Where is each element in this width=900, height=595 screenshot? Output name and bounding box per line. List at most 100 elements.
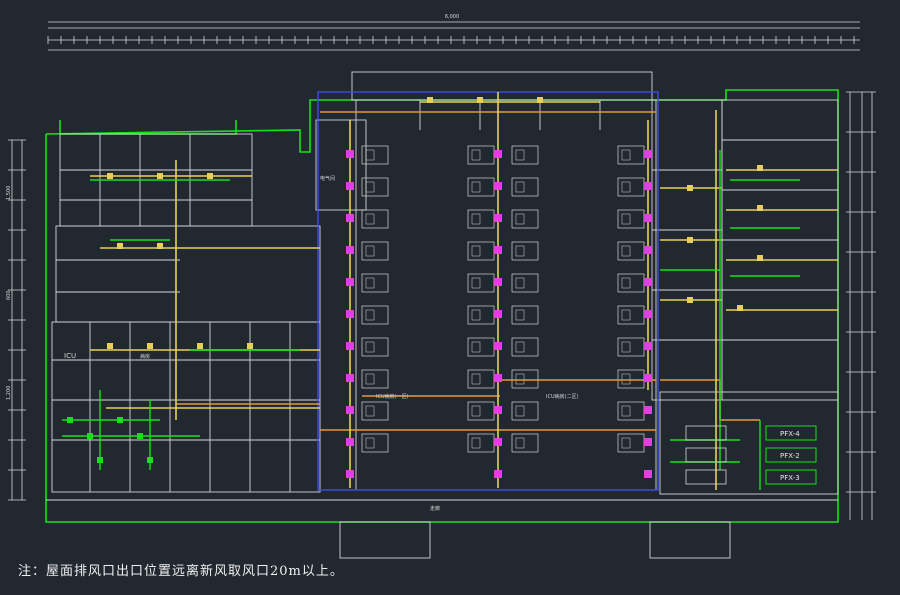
diffuser [346,150,354,158]
diffuser [644,438,652,446]
bed-icon [365,341,375,353]
diffuser [427,97,433,103]
diffuser [687,185,693,191]
bed-icon [471,277,481,289]
diffuser [687,297,693,303]
diffuser [346,278,354,286]
bed-bay [511,273,539,293]
diffuser [494,182,502,190]
bed-bay [511,433,539,453]
left-dim-label: 1,500 [6,186,12,200]
bed-icon [515,277,525,289]
bed-icon [471,149,481,161]
diffuser [147,343,153,349]
room-label-electrical: 电气间 [320,175,335,182]
bed-icon [515,373,525,385]
diffuser [346,438,354,446]
bed-icon [365,149,375,161]
bed-icon [365,181,375,193]
diffuser [346,214,354,222]
diffuser [644,246,652,254]
diffuser [207,173,213,179]
diffuser [494,278,502,286]
diffuser [494,246,502,254]
bed-icon [621,405,631,417]
left-dim-label: 1,200 [6,386,12,400]
diffuser [644,406,652,414]
bed-bay [361,209,389,229]
bed-icon [621,149,631,161]
diffuser [157,173,163,179]
diffuser [107,343,113,349]
bed-icon [471,437,481,449]
bed-icon [471,245,481,257]
bed-icon [471,373,481,385]
drawing-note: 注：屋面排风口出口位置远离新风取风口20m以上。 [18,564,344,579]
diffuser [494,470,502,478]
fan-label-pfx3: PFX-3 [780,474,800,482]
bed-icon [365,405,375,417]
bed-icon [365,277,375,289]
bed-bay [511,401,539,421]
room-label-icu-zone1: ICU病房(一区) [376,393,409,400]
diffuser [494,214,502,222]
bed-icon [365,309,375,321]
bed-icon [471,213,481,225]
bed-icon [515,181,525,193]
diffuser [97,457,103,463]
bed-bay [361,369,389,389]
left-dim-label: 600 [6,290,12,300]
diffuser [477,97,483,103]
bed-bay [361,433,389,453]
bed-icon [515,437,525,449]
icu-hall [317,91,659,491]
bed-bay [511,369,539,389]
bed-icon [471,405,481,417]
bed-bay [511,241,539,261]
diffuser [644,214,652,222]
wall-lines [46,71,839,559]
diffuser [346,470,354,478]
bed-bay [511,305,539,325]
diffuser [346,310,354,318]
diffuser [644,374,652,382]
diffuser [197,343,203,349]
diffuser [87,433,93,439]
bed-icon [365,373,375,385]
diffuser [494,438,502,446]
diffuser [494,310,502,318]
diffuser [147,457,153,463]
bed-icon [515,341,525,353]
diffuser [107,173,113,179]
bed-icon [365,245,375,257]
bed-icon [621,373,631,385]
fan-label-pfx2: PFX-2 [780,452,800,460]
bed-bay [361,145,389,165]
diffuser [644,470,652,478]
diffuser [687,237,693,243]
diffuser [137,433,143,439]
bed-bay [361,177,389,197]
diffuser [494,150,502,158]
building-boundary [45,89,839,523]
air-outlets [67,97,763,478]
top-dimension-label: 6,000 [445,14,459,20]
diffuser [157,243,163,249]
bed-bay [361,241,389,261]
bed-bay [361,337,389,357]
room-label-icu-zone2: ICU病房(二区) [546,393,579,400]
diffuser [757,205,763,211]
diffuser [494,342,502,350]
diffuser [346,374,354,382]
bed-icon [471,341,481,353]
diffuser [537,97,543,103]
bed-icon [515,309,525,321]
left-dimension-chain [8,139,26,501]
diffuser [117,243,123,249]
bed-icon [621,181,631,193]
bed-bay [511,337,539,357]
room-label-icu: ICU [64,352,76,360]
diffuser [644,310,652,318]
